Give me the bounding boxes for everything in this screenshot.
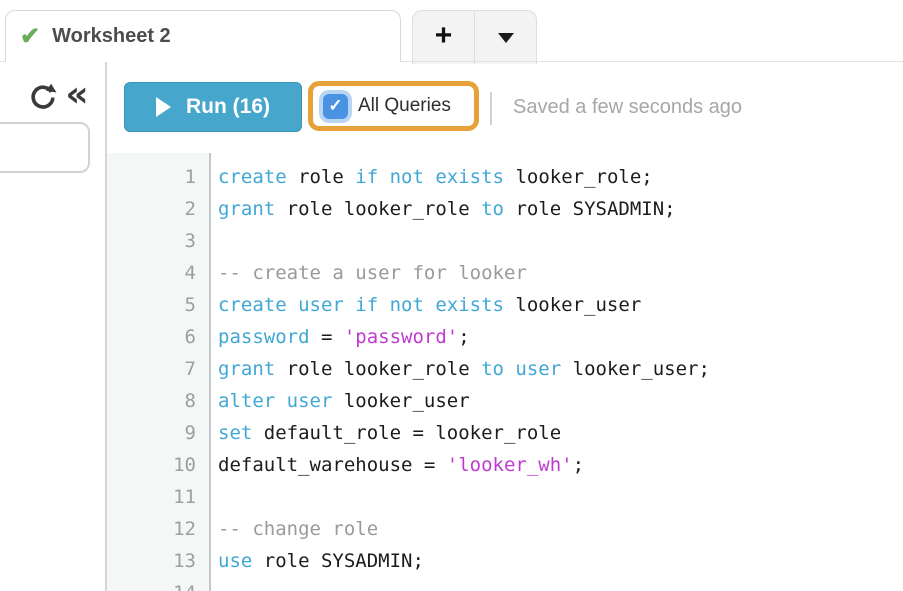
code-token: -- change role [218,518,379,540]
code-token: looker_user [332,390,470,412]
code-token: ; [458,326,470,348]
code-token: 'password' [343,326,459,348]
code-line[interactable] [211,481,903,513]
line-number: 6 [184,326,196,348]
code-line[interactable]: use role SYSADMIN; [211,545,903,577]
line-number: 10 [173,454,196,476]
tab-worksheet-2[interactable]: ✔ Worksheet 2 [5,10,401,62]
toolbar-separator [490,92,492,125]
line-number: 12 [173,518,196,540]
code-line[interactable]: create role if not exists looker_role; [211,161,903,193]
sidebar-search-input[interactable] [0,122,90,173]
code-line[interactable]: create user if not exists looker_user [211,289,903,321]
code-token: role SYSADMIN; [252,550,424,572]
refresh-button[interactable] [27,82,59,114]
line-number: 9 [184,422,196,444]
code-token: -- create a user for looker [218,262,527,284]
code-line[interactable]: -- change role [211,513,903,545]
code-token: role looker_role [275,198,482,220]
code-token: grant [218,358,276,380]
checkmark-icon: ✓ [328,96,343,115]
line-number: 11 [173,486,196,508]
saved-status-text: Saved a few seconds ago [513,96,743,118]
line-number: 8 [184,390,196,412]
code-token: default_role = looker_role [252,422,562,444]
line-number: 1 [184,166,196,188]
code-token: to [481,198,504,220]
line-number: 5 [184,294,196,316]
code-token: 'looker_wh' [446,454,573,476]
line-number: 7 [184,358,196,380]
run-button[interactable]: Run (16) [124,82,302,132]
code-token: looker_user [503,294,642,316]
code-token: if not exists [355,166,504,188]
code-line[interactable]: default_warehouse = 'looker_wh'; [211,449,903,481]
line-number-gutter: 1234567891011121314 [107,153,211,591]
tab-label: Worksheet 2 [52,25,171,47]
sidebar-editor-divider [105,62,107,591]
code-token: = [309,326,344,348]
code-line[interactable]: set default_role = looker_role [211,417,903,449]
line-number: 2 [184,198,196,220]
refresh-icon [28,83,58,115]
code-line[interactable] [211,577,903,591]
sql-code-editor[interactable]: create role if not exists looker_role;gr… [211,153,903,591]
code-token: use [218,550,253,572]
code-token: role looker_role [275,358,482,380]
line-number: 13 [173,550,196,572]
code-line[interactable]: grant role looker_role to role SYSADMIN; [211,193,903,225]
line-number: 14 [107,577,209,591]
all-queries-label[interactable]: All Queries [358,95,451,116]
code-token: create user if not exists [218,294,504,316]
code-token: role SYSADMIN; [504,198,676,220]
code-token: alter user [218,390,333,412]
line-number: 3 [184,230,196,252]
code-token: set [218,422,253,444]
code-token: password [218,326,310,348]
code-token: ; [572,454,585,476]
code-token: create [218,166,287,188]
all-queries-checkbox[interactable]: ✓ [323,93,348,119]
worksheet-menu-button[interactable] [474,11,536,64]
code-token: role [286,166,356,188]
code-token: to user [481,358,562,380]
code-line[interactable]: grant role looker_role to user looker_us… [211,353,903,385]
code-line[interactable]: password = 'password'; [211,321,903,353]
new-tab-group: + [412,10,537,64]
code-token: default_warehouse = [218,454,447,476]
new-worksheet-button[interactable]: + [413,11,474,64]
double-chevron-left-icon: « [65,74,89,115]
run-button-label: Run (16) [186,95,270,118]
all-queries-highlight-box: ✓ All Queries [308,81,479,131]
code-line[interactable] [211,225,903,257]
code-token: looker_user; [561,358,710,380]
code-line[interactable]: -- create a user for looker [211,257,903,289]
tabbar-divider [0,61,903,62]
chevron-down-icon [497,32,514,43]
plus-icon: + [434,19,453,52]
collapse-sidebar-button[interactable]: « [59,74,95,116]
code-token: looker_role; [504,166,653,188]
line-number: 4 [184,262,196,284]
code-line[interactable]: alter user looker_user [211,385,903,417]
code-token: grant [218,198,276,220]
play-icon [156,97,171,117]
saved-check-icon: ✔ [20,22,41,50]
